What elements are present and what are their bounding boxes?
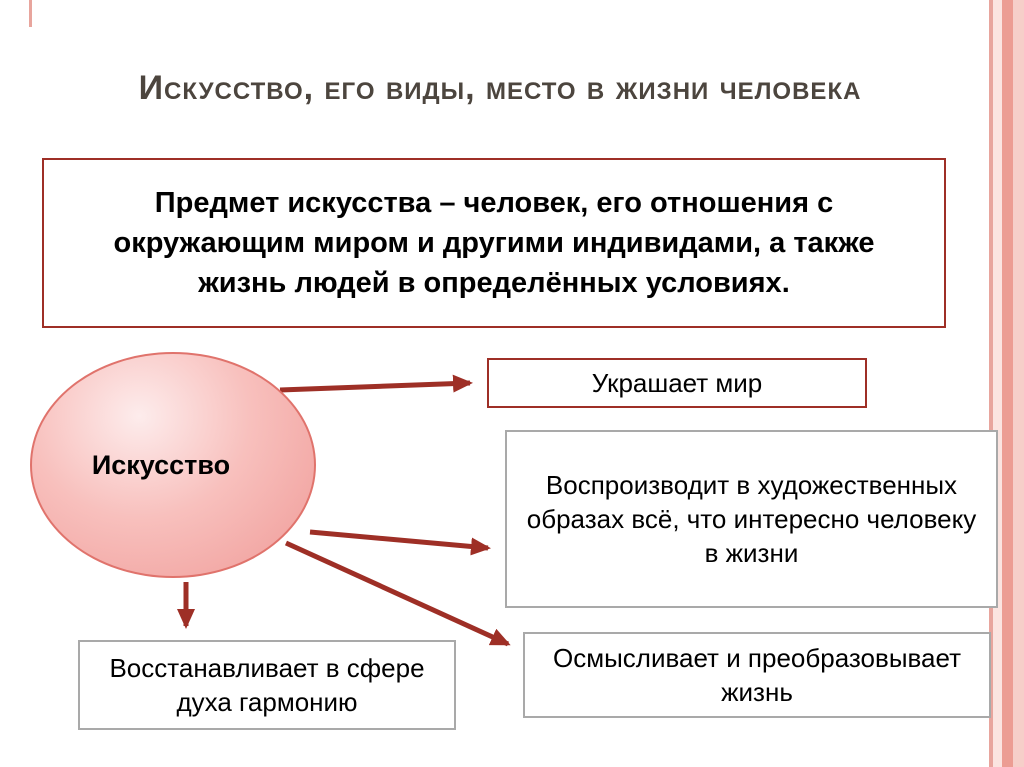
art-ellipse: Искусство [30,352,316,578]
stripe [993,0,1002,767]
box-comprehends-life-label: Осмысливает и преобразовывает жизнь [553,642,961,707]
arrow-to-reproduce [309,529,491,556]
box-reproduces-in-images-label: Воспроизводит в художественных образах в… [526,469,977,569]
stripe [984,0,989,767]
stripe [1002,0,1013,767]
arrow-to-comprehend [284,540,511,647]
box-restores-harmony-label: Восстанавливает в сфере духа гармонию [109,652,425,717]
right-decorative-stripes [984,0,1024,767]
corner-accent-mark [29,0,32,27]
box-decorates-world: Украшает мир [487,358,867,408]
art-ellipse-label: Искусство [91,449,231,480]
box-decorates-world-label: Украшает мир [591,367,763,398]
slide-title: Искусство, его виды, место в жизни челов… [138,69,862,107]
stripe [1013,0,1024,767]
arrow-to-decorate [279,374,473,393]
box-restores-harmony: Восстанавливает в сфере духа гармонию [78,640,456,730]
definition-text: Предмет искусства – человек, его отношен… [113,186,875,299]
box-reproduces-in-images: Воспроизводит в художественных образах в… [505,430,998,608]
stripe [989,0,993,767]
box-comprehends-life: Осмысливает и преобразовывает жизнь [523,632,991,718]
definition-box: Предмет искусства – человек, его отношен… [42,158,946,328]
